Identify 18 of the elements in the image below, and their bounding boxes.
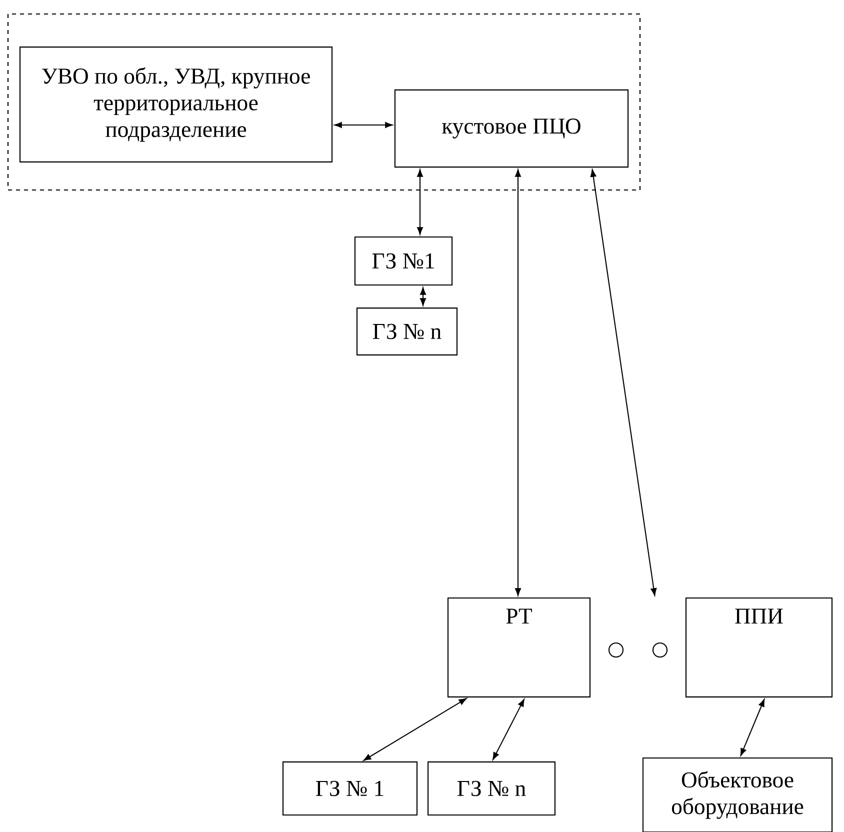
arrow <box>417 169 423 235</box>
process-box: УВО по обл., УВД, крупное территориальное подразделение <box>19 46 333 162</box>
process-box: ГЗ № 1 <box>282 761 418 816</box>
arrow <box>590 169 657 596</box>
arrow <box>740 699 765 756</box>
dashed-group-frame <box>7 13 641 191</box>
process-box: ГЗ № n <box>428 761 556 816</box>
process-box: Объектовое оборудование <box>642 757 833 832</box>
arrow <box>363 698 467 761</box>
process-box: ГЗ №1 <box>354 236 453 286</box>
process-box: ППИ <box>685 598 833 698</box>
process-box: ГЗ № n <box>356 308 458 356</box>
arrow <box>492 699 524 760</box>
arrow <box>334 122 393 128</box>
arrow <box>420 287 426 306</box>
arrow <box>515 169 521 596</box>
process-box: кустовое ПЦО <box>394 89 629 168</box>
process-box: РТ <box>447 598 591 698</box>
